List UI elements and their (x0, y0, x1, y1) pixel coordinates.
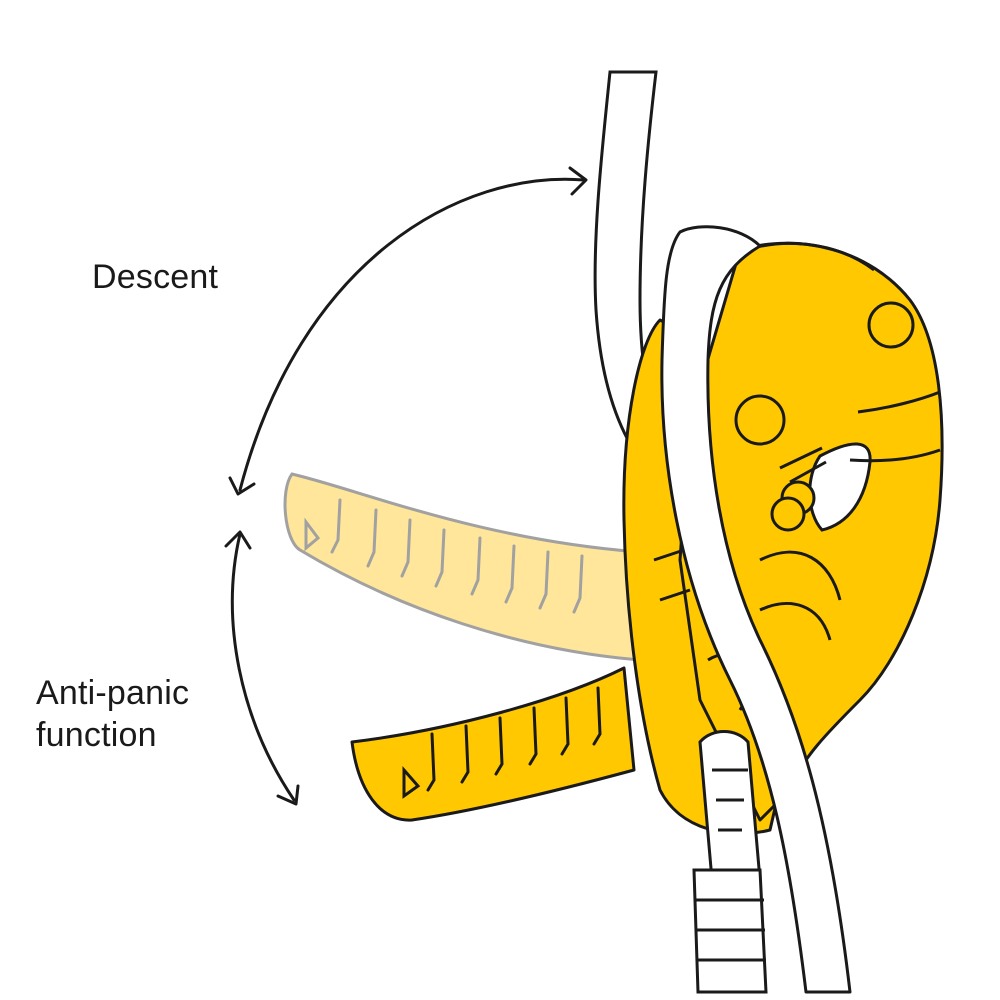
rope-loop (660, 225, 852, 994)
lower-sling (692, 868, 768, 994)
anti-panic-arrow-icon (224, 530, 300, 806)
anti-panic-label-line2: function (36, 716, 157, 754)
handle-anti-panic-position (350, 666, 636, 822)
descent-label: Descent (92, 258, 219, 296)
anti-panic-label: Anti-panic function (36, 672, 189, 756)
descent-arrow-icon (228, 166, 588, 496)
handle-descent-position (283, 472, 642, 662)
anti-panic-label-line1: Anti-panic (36, 674, 190, 712)
carabiner (698, 730, 762, 882)
